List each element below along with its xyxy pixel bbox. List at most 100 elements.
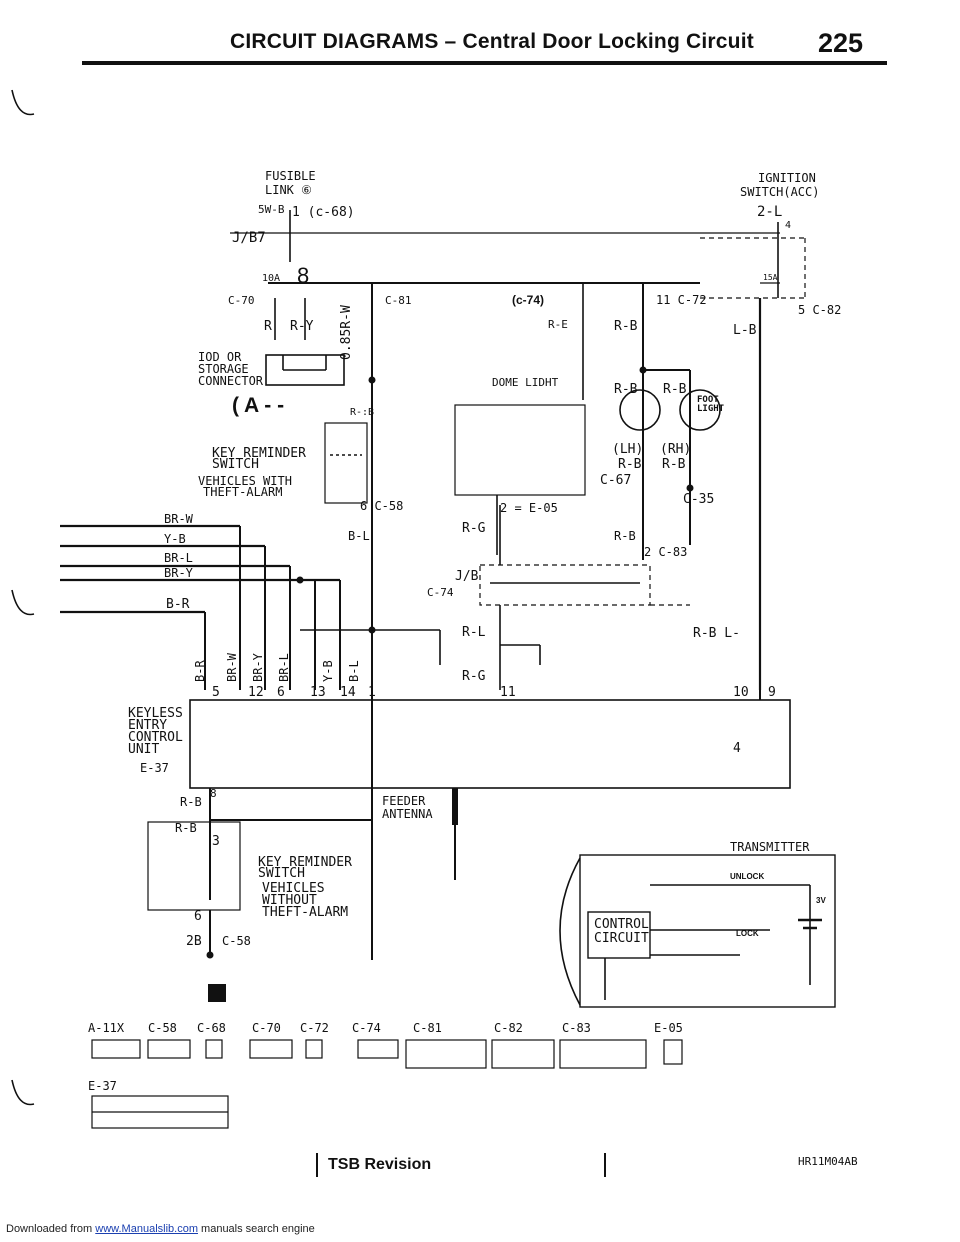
legend-shape-c72: [305, 1039, 323, 1059]
label-keyless-2: ENTRY: [128, 718, 167, 733]
label-3v: 3V: [816, 896, 826, 905]
pin-10: 10: [733, 685, 749, 700]
label-key-rem-b2: SWITCH: [258, 866, 305, 881]
header-rule: [82, 61, 887, 65]
label-c74-top: (c-74): [512, 293, 544, 307]
label-e05: 2 = E-05: [500, 501, 558, 515]
label-lh: (LH): [612, 442, 643, 457]
label-wire-rb-l: R-B L-: [693, 626, 740, 641]
junction-dot-2: [639, 366, 647, 374]
label-fuse-amp: 10A: [262, 273, 280, 284]
manualslib-link[interactable]: www.Manualslib.com: [95, 1223, 198, 1235]
label-c68-top: 1 (c-68): [292, 205, 355, 220]
label-v-brl: BR-L: [277, 653, 291, 682]
margin-mark-bottom: [11, 1079, 35, 1106]
section-marker: [208, 984, 226, 1002]
legend-shape-c70: [249, 1039, 293, 1059]
page-title: CIRCUIT DIAGRAMS – Central Door Locking …: [230, 30, 754, 53]
jb-c74-box: [479, 564, 651, 606]
label-iod-3: CONNECTOR: [198, 374, 264, 388]
label-veh-wo-2: WITHOUT: [262, 893, 317, 908]
label-wire-rb-h: R-B: [175, 821, 197, 835]
label-wire-brw: BR-W: [164, 512, 194, 526]
label-feeder-1: FEEDER: [382, 794, 426, 808]
label-c35: C-35: [683, 492, 714, 507]
label-wire-rb-f: R-B: [614, 529, 636, 543]
transmitter-housing-left: [559, 857, 581, 1006]
pin-4b: 4: [733, 741, 741, 756]
legend-shape-c82: [491, 1039, 555, 1069]
label-wire-rg: R-G: [462, 521, 486, 536]
label-control-1: CONTROL: [594, 917, 649, 932]
download-footer: Downloaded from www.Manualslib.com manua…: [6, 1223, 315, 1235]
label-wire-bl: B-L: [348, 529, 370, 543]
junction-dot-3: [686, 484, 694, 492]
pin-2b: 2B: [186, 934, 202, 949]
label-dome-light: DOME LIDHT: [492, 376, 559, 389]
legend-c72: C-72: [300, 1021, 329, 1035]
label-wire-2l: 2-L: [757, 204, 782, 220]
label-wire-rb-e: R-B: [662, 457, 686, 472]
legend-c82: C-82: [494, 1021, 523, 1035]
legend-e05: E-05: [654, 1021, 683, 1035]
label-wire-rb-c: R-B: [663, 382, 687, 397]
label-lock: LOCK: [736, 929, 759, 938]
label-c82-top: 5 C-82: [798, 303, 841, 317]
label-iod-1: IOD OR: [198, 350, 242, 364]
label-ignition-2: SWITCH(ACC): [740, 185, 819, 199]
label-c81: C-81: [385, 294, 412, 307]
footer-suffix: manuals search engine: [197, 1223, 315, 1235]
label-wire-5wb: 5W-B: [258, 203, 285, 216]
label-transmitter: TRANSMITTER: [730, 840, 810, 854]
label-wire-ry: R-Y: [290, 319, 314, 334]
pin-9: 9: [768, 685, 776, 700]
label-wire-br: B-R: [166, 597, 190, 612]
legend-shape-a11x: [91, 1039, 141, 1059]
junction-dot-6: [206, 951, 214, 959]
junction-dot-4: [296, 576, 304, 584]
junction-dot-1: [368, 376, 376, 384]
label-fuse-num: 8: [297, 263, 309, 288]
pin-13: 13: [310, 685, 326, 700]
label-key-rem-1: KEY REMINDER: [212, 446, 306, 461]
pin-11: 11: [500, 685, 516, 700]
label-c83: 2 C-83: [644, 545, 687, 559]
label-veh-wo-3: THEFT-ALARM: [262, 905, 348, 920]
label-wire-rb-g: R-B: [180, 795, 202, 809]
label-wire-brl: BR-L: [164, 551, 193, 565]
label-keyless-4: UNIT: [128, 742, 159, 757]
key-reminder-switch-box: [324, 422, 368, 504]
legend-shape-c81: [405, 1039, 487, 1069]
label-fusible-link: FUSIBLE: [265, 169, 316, 183]
label-c74-b: C-74: [427, 586, 454, 599]
label-wire-r: R: [264, 319, 272, 334]
margin-mark-mid: [11, 589, 35, 616]
iod-connector-box: [265, 354, 345, 386]
pin-3b: 3: [212, 834, 220, 849]
pin-12: 12: [248, 685, 264, 700]
footer-prefix: Downloaded from: [6, 1223, 96, 1235]
label-wire-rb-b: R-B: [614, 382, 638, 397]
pin-8: 8: [210, 787, 217, 800]
page-number: 225: [818, 28, 864, 58]
label-c58-a: 6 C-58: [360, 499, 403, 513]
label-e37: E-37: [140, 761, 169, 775]
label-iod-sym: ( A - -: [232, 394, 284, 417]
label-jb7: J/B7: [232, 230, 266, 246]
label-hr-code: HR11M04AB: [798, 1155, 858, 1168]
pin-5: 5: [212, 685, 220, 700]
foot-light-rh: [679, 389, 721, 431]
label-iod-2: STORAGE: [198, 362, 249, 376]
connector-legend: A-11X C-58 C-68 C-70 C-72 C-74 C-81 C-82…: [88, 1021, 683, 1093]
label-key-rem-2: SWITCH: [212, 457, 259, 472]
legend-c58: C-58: [148, 1021, 177, 1035]
label-wire-yb: Y-B: [164, 532, 186, 546]
label-c70: C-70: [228, 294, 255, 307]
label-rh: (RH): [660, 442, 691, 457]
label-v-bl: B-L: [347, 660, 361, 682]
legend-shape-c83: [559, 1039, 647, 1069]
label-wire-rb-small: R-:B: [350, 407, 374, 418]
label-fuse9-amp: 15A: [763, 273, 778, 282]
label-wire-rb-a: R-B: [614, 319, 638, 334]
label-foot-1: FOOT: [697, 395, 719, 405]
